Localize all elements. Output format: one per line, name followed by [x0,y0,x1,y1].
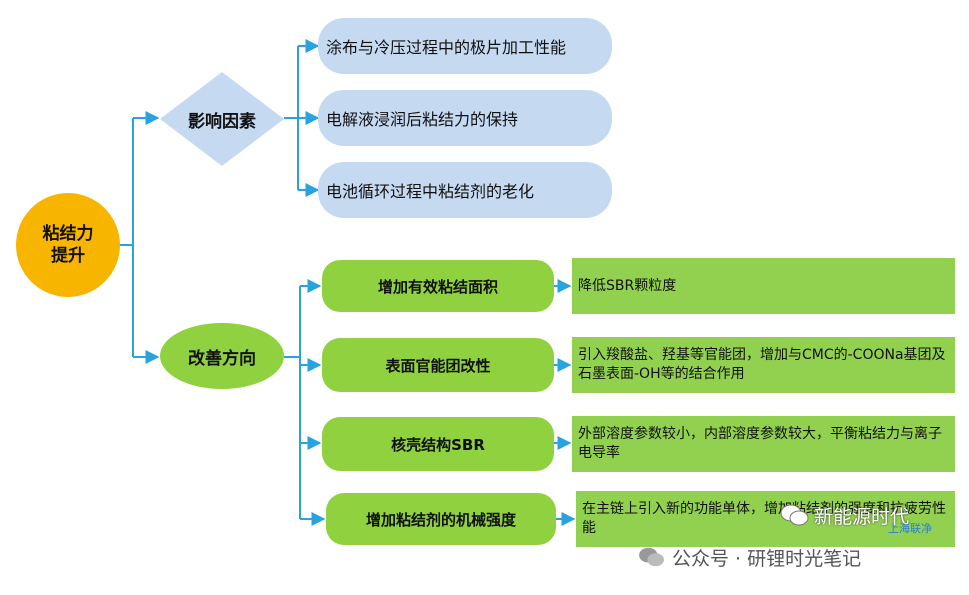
improve-node: 改善方向 [160,323,284,389]
account-name: 公众号 · 研锂时光笔记 [672,548,862,570]
improve-item: 核壳结构SBR [322,417,554,471]
watermark: 新能源时代 上海联净 [770,496,966,536]
improve-desc-text: 在主链上引入新的功能单体，增加粘结剂的强度和抗疲劳性能 [582,501,946,536]
improve-desc-text: 外部溶度参数较小，内部溶度参数较大，平衡粘结力与离子电导率 [578,426,942,461]
influence-item-label: 电池循环过程中粘结剂的老化 [326,182,535,201]
wechat-icon [780,504,809,526]
wechat-icon [639,547,664,567]
improve-item-label: 核壳结构SBR [391,435,485,454]
diamond-shape [160,72,284,166]
improve-item-label: 增加有效粘结面积 [377,277,498,296]
influence-label: 影响因素 [188,111,256,132]
improve-label: 改善方向 [188,348,256,369]
influence-item: 电解液浸润后粘结力的保持 [318,90,612,146]
improve-desc: 降低SBR颗粒度 [572,258,955,314]
root-label-line1: 粘结力 [42,224,94,244]
root-node: 粘结力 提升 [16,193,120,297]
watermark-logo: 上海联净 [888,522,932,535]
influence-item-label: 电解液浸润后粘结力的保持 [326,110,519,129]
influence-item: 电池循环过程中粘结剂的老化 [318,162,612,218]
improve-desc: 外部溶度参数较小，内部溶度参数较大，平衡粘结力与离子电导率 [572,416,955,472]
influence-item: 涂布与冷压过程中的极片加工性能 [318,18,612,74]
watermark-main: 新能源时代 [814,506,910,528]
root-label-line2: 提升 [51,246,85,266]
improve-item: 增加有效粘结面积 [322,260,554,312]
influence-node: 影响因素 [160,72,284,166]
improve-item-label: 增加粘结剂的机械强度 [365,510,516,529]
account-watermark: 公众号 · 研锂时光笔记 [638,542,958,572]
improve-desc-text: 降低SBR颗粒度 [578,277,677,294]
influence-item-label: 涂布与冷压过程中的极片加工性能 [326,38,567,57]
improve-desc: 在主链上引入新的功能单体，增加粘结剂的强度和抗疲劳性能 [576,491,955,547]
improve-item-label: 表面官能团改性 [385,356,491,375]
improve-item: 表面官能团改性 [322,338,554,392]
improve-item: 增加粘结剂的机械强度 [326,493,556,545]
improve-desc-text: 引入羧酸盐、羟基等官能团，增加与CMC的-COONa基团及石墨表面-OH等的结合… [578,347,946,382]
improve-desc: 引入羧酸盐、羟基等官能团，增加与CMC的-COONa基团及石墨表面-OH等的结合… [572,337,955,393]
